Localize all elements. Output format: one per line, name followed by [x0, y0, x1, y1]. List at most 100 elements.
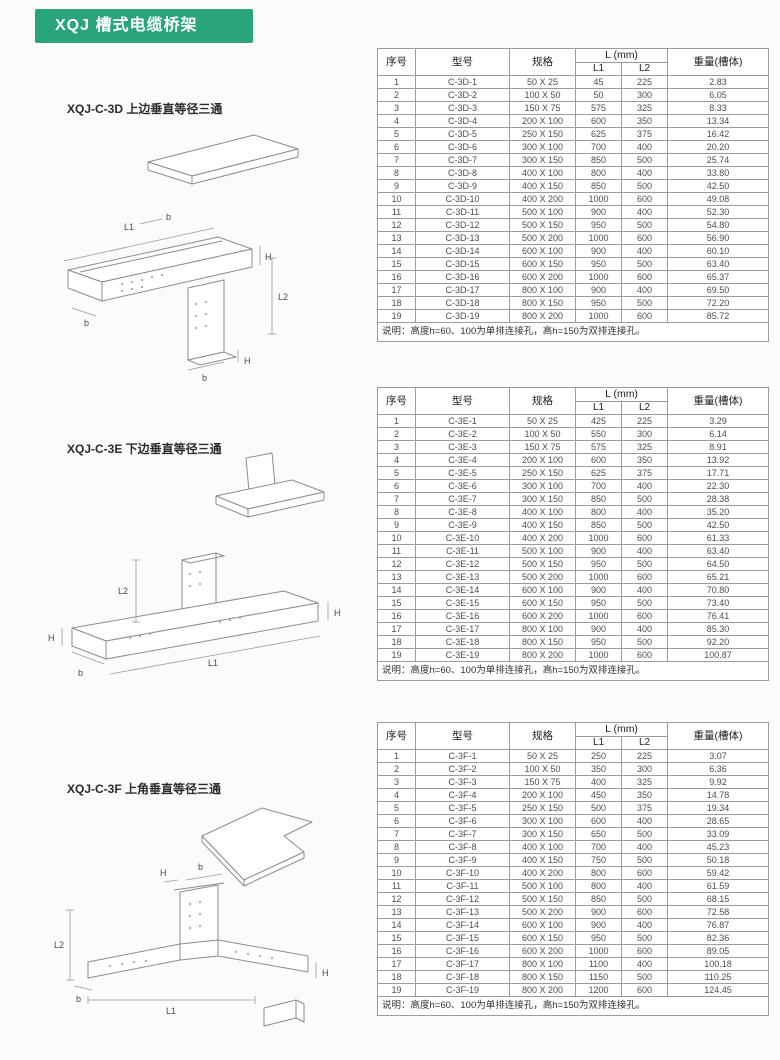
table-cell: 500 — [620, 153, 669, 167]
col-header-l: L (mm) — [574, 387, 669, 402]
table-cell: C-3E-14 — [415, 583, 510, 597]
table-cell: 950 — [575, 218, 622, 232]
table-cell: 11 — [377, 205, 416, 219]
table-cell: 13.34 — [667, 114, 770, 128]
table-cell: 400 — [620, 205, 669, 219]
table-cell: 63.40 — [667, 544, 770, 558]
table-cell: 950 — [575, 635, 622, 649]
table-cell: C-3E-3 — [415, 440, 510, 454]
table-cell: 82.36 — [667, 931, 770, 945]
table-cell: C-3E-7 — [415, 492, 510, 506]
table-cell: 625 — [575, 466, 622, 480]
col-header-weight: 重量(槽体) — [667, 387, 770, 415]
table-cell: 50.18 — [667, 853, 770, 867]
table-cell: 850 — [575, 492, 622, 506]
table-cell: C-3D-11 — [415, 205, 510, 219]
table-cell: 900 — [575, 583, 622, 597]
col-header-l2: L2 — [620, 401, 669, 415]
table-cell: 700 — [575, 140, 622, 154]
table-cell: 500 X 100 — [509, 205, 576, 219]
table-cell: 950 — [575, 596, 622, 610]
section-heading-c3d: XQJ-C-3D 上边垂直等径三通 — [67, 102, 223, 116]
svg-text:H: H — [160, 868, 167, 878]
table-cell: 950 — [575, 296, 622, 310]
table-cell: 13.92 — [667, 453, 770, 467]
table-cell: 4 — [377, 788, 416, 802]
table-cell: 500 — [620, 257, 669, 271]
table-cell: 300 X 100 — [509, 140, 576, 154]
table-cell: 600 — [620, 531, 669, 545]
table-cell: 700 — [575, 840, 622, 854]
table-cell: 50 X 25 — [509, 414, 576, 428]
table-cell: 12 — [377, 218, 416, 232]
table-cell: 2.83 — [667, 75, 770, 89]
table-cell: 17 — [377, 957, 416, 971]
table-cell: C-3F-17 — [415, 957, 510, 971]
table-cell: 10 — [377, 192, 416, 206]
table-cell: 500 — [620, 892, 669, 906]
table-cell: 375 — [620, 801, 669, 815]
table-cell: 300 X 150 — [509, 153, 576, 167]
table-cell: 14.78 — [667, 788, 770, 802]
table-cell: 9.92 — [667, 775, 770, 789]
table-cell: 450 — [575, 788, 622, 802]
table-cell: 600 — [620, 192, 669, 206]
table-cell: 500 — [620, 853, 669, 867]
table-cell: 800 X 200 — [509, 648, 576, 662]
table-cell: 73.40 — [667, 596, 770, 610]
table-cell: 600 — [620, 309, 669, 323]
table-cell: 300 X 150 — [509, 827, 576, 841]
perforation-holes — [128, 570, 242, 640]
section-heading-c3f: XQJ-C-3F 上角垂直等径三通 — [67, 782, 222, 796]
svg-text:b: b — [76, 994, 81, 1004]
tee-body — [87, 882, 309, 1027]
table-cell: 900 — [575, 544, 622, 558]
table-cell: 1000 — [575, 648, 622, 662]
table-cell: 600 — [620, 609, 669, 623]
table-cell: 575 — [575, 440, 622, 454]
svg-text:b: b — [202, 373, 207, 383]
table-cell: 800 X 100 — [509, 283, 576, 297]
table-cell: 600 X 100 — [509, 583, 576, 597]
table-cell: 850 — [575, 179, 622, 193]
table-cell: 200 X 100 — [509, 788, 576, 802]
table-cell: 100.18 — [667, 957, 770, 971]
table-cell: 900 — [575, 244, 622, 258]
table-cell: C-3E-11 — [415, 544, 510, 558]
table-cell: 3.07 — [667, 749, 770, 763]
table-cell: 6 — [377, 814, 416, 828]
elbow-cover-piece — [201, 807, 313, 887]
table-cell: 4 — [377, 453, 416, 467]
table-cell: 7 — [377, 827, 416, 841]
table-cell: 15 — [377, 596, 416, 610]
table-cell: 6 — [377, 140, 416, 154]
table-cell: 56.90 — [667, 231, 770, 245]
table-cell: 14 — [377, 244, 416, 258]
table-cell: C-3F-4 — [415, 788, 510, 802]
table-cell: C-3E-18 — [415, 635, 510, 649]
table-cell: 600 — [575, 453, 622, 467]
table-cell: 63.40 — [667, 257, 770, 271]
table-cell: 400 X 150 — [509, 853, 576, 867]
table-cell: 3 — [377, 775, 416, 789]
col-header-l: L (mm) — [574, 48, 669, 63]
branch-cover-piece — [215, 452, 325, 518]
table-cell: 900 — [575, 283, 622, 297]
